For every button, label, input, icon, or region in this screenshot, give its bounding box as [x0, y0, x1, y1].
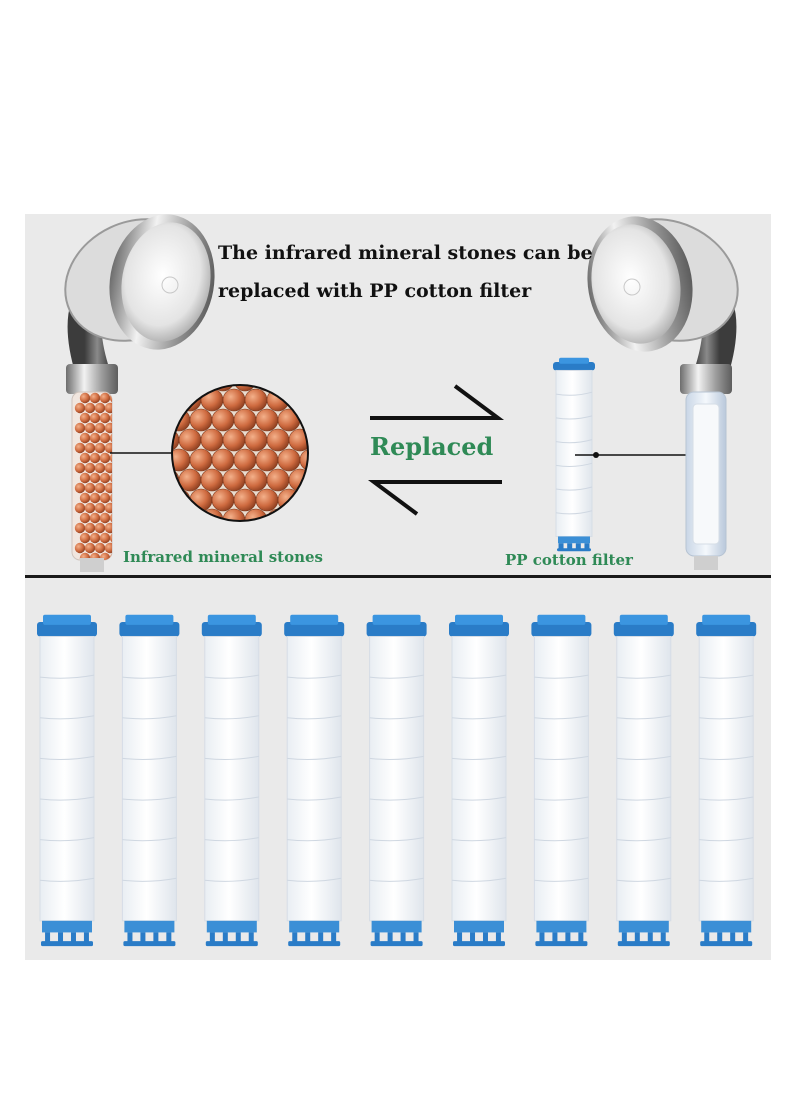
filter-cartridge	[613, 614, 674, 947]
filter-cartridge	[531, 614, 592, 947]
headline-line-2: replaced with PP cotton filter	[218, 280, 532, 302]
pointer-dot	[593, 452, 599, 458]
section-divider	[25, 575, 771, 578]
filter-cartridge-row	[37, 614, 757, 947]
filter-cartridge	[201, 614, 262, 947]
filter-cartridge	[119, 614, 180, 947]
infrared-stones-label: Infrared mineral stones	[123, 548, 323, 566]
pp-cotton-filter-sample	[553, 357, 595, 552]
filter-cartridge	[696, 614, 757, 947]
right-shower-head	[587, 216, 739, 570]
left-shower-head	[64, 214, 215, 572]
pp-cotton-filter-label: PP cotton filter	[505, 551, 633, 569]
swap-arrows	[367, 384, 505, 516]
pp-filter-cartridge	[553, 357, 595, 552]
filter-cartridge	[37, 614, 97, 947]
filter-cartridge	[284, 614, 345, 947]
replaced-label: Replaced	[370, 432, 494, 461]
magnified-stones-circle	[171, 384, 309, 522]
headline-line-1: The infrared mineral stones can be	[218, 242, 593, 264]
filter-cartridge	[366, 614, 427, 947]
filter-cartridge	[449, 614, 509, 947]
